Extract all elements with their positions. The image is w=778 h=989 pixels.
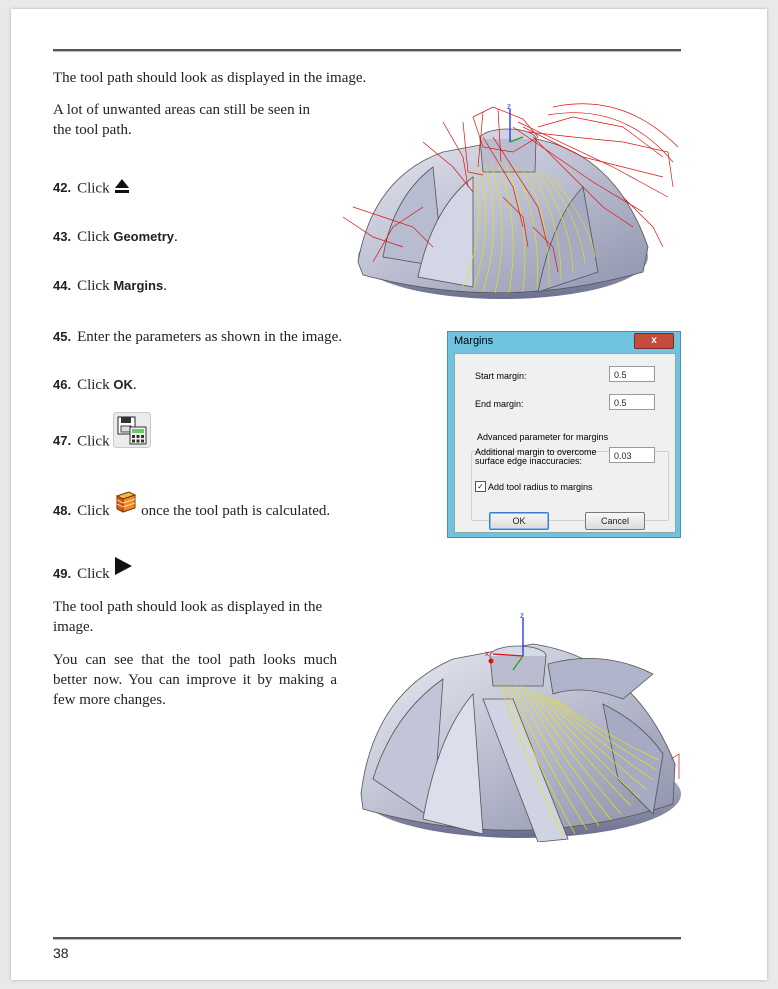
step-46: 46. Click OK. xyxy=(53,375,137,395)
calculate-icon[interactable] xyxy=(113,412,152,454)
dialog-body: Start margin: 0.5 End margin: 0.5 Advanc… xyxy=(454,353,676,533)
intro-text: The tool path should look as displayed i… xyxy=(53,70,367,86)
ok-button[interactable]: OK xyxy=(489,512,549,530)
step-number: 47. xyxy=(53,433,72,449)
start-margin-input[interactable]: 0.5 xyxy=(609,366,655,382)
step-text: Click xyxy=(77,278,110,294)
step-text: Click xyxy=(77,229,110,245)
margins-dialog: Margins x Start margin: 0.5 End margin: … xyxy=(447,331,681,538)
step-punct: . xyxy=(174,229,178,245)
end-margin-label: End margin: xyxy=(475,399,524,409)
tool-radius-label: Add tool radius to margins xyxy=(488,482,593,492)
step-text: Click xyxy=(77,433,110,450)
x-axis-label: x xyxy=(485,649,489,658)
close-icon[interactable]: x xyxy=(634,333,674,349)
step-49: 49. Click xyxy=(53,556,133,584)
result-text: The tool path should look as displayed i… xyxy=(53,599,323,635)
step-44: 44. Click Margins. xyxy=(53,276,167,296)
step-text: Click xyxy=(77,180,110,197)
step-47: 47. Click xyxy=(53,412,152,454)
step-42: 42. Click xyxy=(53,177,131,201)
top-rule xyxy=(53,49,681,52)
step-number: 42. xyxy=(53,180,72,196)
toolpath-before-image: z xyxy=(342,102,679,299)
tool-radius-checkbox[interactable]: ✓ xyxy=(475,481,486,492)
step-text: Click xyxy=(77,377,110,393)
additional-margin-input[interactable]: 0.03 xyxy=(609,447,655,463)
z-axis-label: z xyxy=(520,611,524,620)
step-text: Click xyxy=(77,566,110,582)
step-text: Enter the parameters as shown in the ima… xyxy=(77,329,342,345)
z-axis-label: z xyxy=(507,102,511,111)
step-number: 45. xyxy=(53,329,72,344)
step-45: 45. Enter the parameters as shown in the … xyxy=(53,327,342,347)
step-48: 48. Click once the tool path is calculate… xyxy=(53,491,331,521)
toolpath-icon[interactable] xyxy=(113,490,137,520)
page-number: 38 xyxy=(53,945,69,961)
step-number: 48. xyxy=(53,503,72,518)
step-punct: . xyxy=(132,377,137,393)
unwanted-text: A lot of unwanted areas can still be see… xyxy=(53,102,311,138)
ok-keyword: OK xyxy=(113,377,133,392)
step-tail: once the tool path is calculated. xyxy=(141,503,331,519)
additional-margin-label-2: surface edge inaccuracies: xyxy=(475,456,583,466)
step-number: 44. xyxy=(53,278,72,293)
bottom-rule xyxy=(53,937,681,940)
step-text: Click xyxy=(77,503,110,519)
step-43: 43. Click Geometry. xyxy=(53,227,178,247)
document-page: The tool path should look as displayed i… xyxy=(11,9,767,980)
cancel-button[interactable]: Cancel xyxy=(585,512,645,530)
margins-keyword: Margins xyxy=(113,278,164,293)
dialog-title: Margins xyxy=(454,335,494,347)
step-punct: . xyxy=(163,278,167,294)
step-number: 49. xyxy=(53,566,72,581)
toolpath-after-image: z x xyxy=(360,611,681,842)
eject-icon[interactable] xyxy=(113,177,131,201)
additional-margin-label-1: Additional margin to overcome xyxy=(475,447,597,457)
start-margin-label: Start margin: xyxy=(475,371,527,381)
step-number: 43. xyxy=(53,229,72,244)
play-icon[interactable] xyxy=(113,556,133,582)
step-number: 46. xyxy=(53,377,72,392)
improvement-text: You can see that the tool path looks muc… xyxy=(53,652,337,708)
advanced-group xyxy=(471,451,669,521)
geometry-keyword: Geometry xyxy=(113,229,175,244)
advanced-group-label: Advanced parameter for margins xyxy=(475,432,611,442)
end-margin-input[interactable]: 0.5 xyxy=(609,394,655,410)
